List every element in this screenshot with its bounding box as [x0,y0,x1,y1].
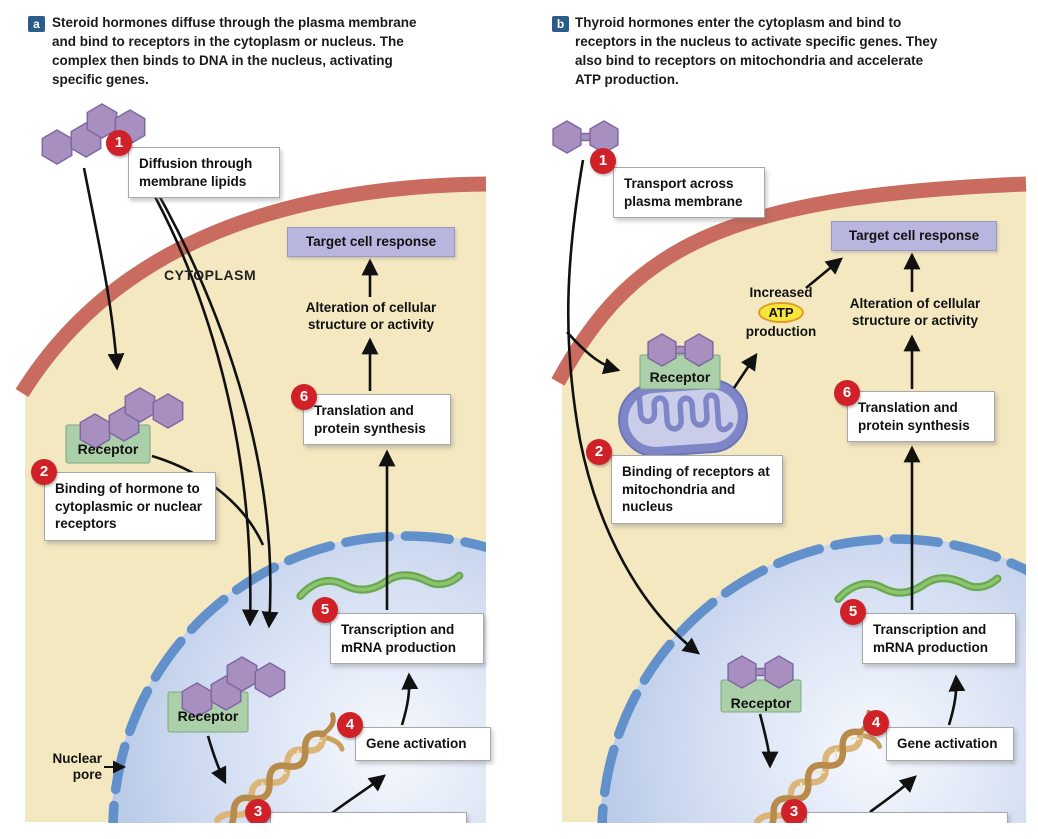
alteration-label-b: Alteration of cellular structure or acti… [849,296,981,328]
arrow-hormone-to-mitochondria-b [566,331,621,375]
arrow-step3-to-geneactivation-b [869,775,917,814]
arrow-atp-to-response [805,257,843,290]
step-4-circle-b: 4 [863,710,889,736]
step-5-label-a: Transcription and mRNA production [330,613,484,664]
panel-a-heading: Steroid hormones diffuse through the pla… [52,13,417,89]
step-1-circle-a: 1 [106,130,132,156]
plasma-membrane-b [551,176,1027,386]
atp-badge: ATP [758,302,804,323]
arrow-diffusion-a [82,167,125,371]
arrow-mitochondria-to-atp [732,352,758,389]
heading-line: and bind to receptors in the cytoplasm o… [52,34,404,49]
step-6-label-b: Translation and protein synthesis [847,391,995,442]
arrow-receptor-to-dna-a [206,735,227,785]
step-5-circle-a: 5 [312,597,338,623]
step-5-label-b: Transcription and mRNA production [862,613,1016,664]
step-4-circle-a: 4 [337,712,363,738]
arrow-geneactivation-to-transcription-a [400,672,419,726]
heading-line: Steroid hormones diffuse through the pla… [52,15,417,30]
figure-crop-mask [0,823,1038,839]
plasma-membrane-a [15,176,487,397]
heading-line: ATP production. [575,72,679,87]
heading-line: also bind to receptors on mitochondria a… [575,53,924,68]
cytoplasm-label-a: CYTOPLASM [164,267,257,283]
step-4-label-a: Gene activation [355,727,491,761]
step-2-label-a: Binding of hormone to cytoplasmic or nuc… [44,472,216,541]
step-2-label-b: Binding of receptors at mitochondria and… [611,455,783,524]
step-4-label-b: Gene activation [886,727,1014,761]
step-1-circle-b: 1 [590,148,616,174]
arrow-complex-to-nucleus-a [138,161,279,629]
increased-atp-label: Increased ATP production [735,285,827,340]
mitochondrion [618,379,748,457]
receptor-label-mitochondria-b: Receptor [649,369,711,385]
step-2-circle-b: 2 [586,439,612,465]
arrow-step3-to-geneactivation-a [331,774,386,815]
step-6-label-a: Translation and protein synthesis [303,394,451,445]
arrow-receptor-link-a [151,454,265,546]
receptor-label-nucleus-a: Receptor [177,708,239,724]
panel-b-badge: b [552,16,569,32]
arrow-hormone-to-nucleus-a [126,149,259,627]
atp-label-bottom: production [745,324,817,339]
atp-label-top: Increased [749,285,813,300]
step-2-circle-a: 2 [31,459,57,485]
step-1-label-a: Diffusion through membrane lipids [128,147,280,198]
receptor-label-nucleus-b: Receptor [730,695,792,711]
step-3-circle-b: 3 [781,799,807,825]
target-cell-response-a: Target cell response [287,227,455,257]
heading-line: receptors in the nucleus to activate spe… [575,34,938,49]
step-1-label-b: Transport across plasma membrane [613,167,765,218]
heading-line: specific genes. [52,72,149,87]
step-3-circle-a: 3 [245,799,271,825]
step-5-circle-b: 5 [840,599,866,625]
alteration-label-a: Alteration of cellular structure or acti… [305,300,437,332]
step-6-circle-a: 6 [291,384,317,410]
target-cell-response-b: Target cell response [831,221,997,251]
panel-a-badge: a [28,16,45,32]
arrow-geneactivation-to-transcription-b [947,674,966,726]
heading-line: complex then binds to DNA in the nucleus… [52,53,393,68]
receptor-label-cytoplasm-a: Receptor [77,441,139,457]
step-6-circle-b: 6 [834,380,860,406]
arrow-hormone-to-nucleus-b [566,159,701,655]
panel-b-heading: Thyroid hormones enter the cytoplasm and… [575,13,937,89]
arrow-receptor-to-dna-b [758,713,779,769]
heading-line: Thyroid hormones enter the cytoplasm and… [575,15,902,30]
nuclear-pore-label: Nuclear pore [52,751,102,782]
